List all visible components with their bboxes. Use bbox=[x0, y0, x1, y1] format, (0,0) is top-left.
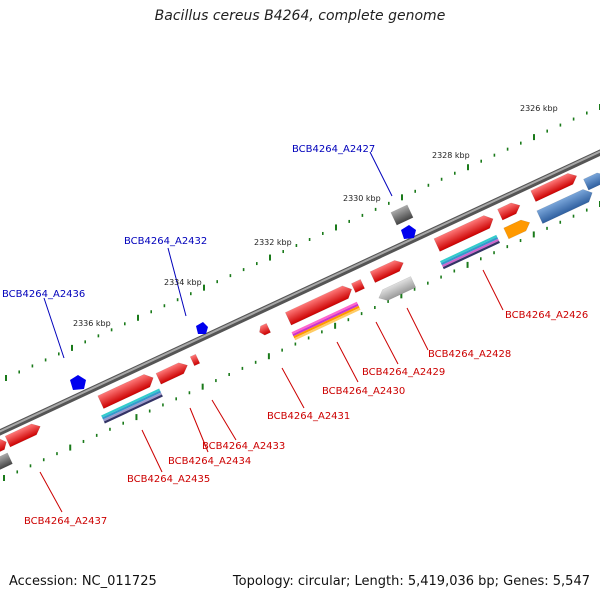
gene-label-top: BCB4264_A2436 bbox=[2, 289, 85, 300]
gene-a2426-shape bbox=[433, 215, 494, 252]
gene-a2430-small bbox=[351, 279, 365, 293]
gene-a2427-gray-block bbox=[390, 204, 414, 226]
gene-a2430-rna bbox=[291, 301, 361, 341]
gene-a2438-part-shape bbox=[0, 438, 7, 454]
gene-a2425-part-shape bbox=[583, 172, 600, 191]
gene-a2426-part-shape bbox=[530, 173, 578, 202]
leader-a2433 bbox=[211, 399, 237, 441]
gene-a2426-part bbox=[530, 173, 578, 202]
gene-a2430-small-shape bbox=[351, 279, 365, 293]
gene-a2425-part bbox=[583, 172, 600, 191]
gene-a2426-rna-stripe bbox=[440, 234, 498, 264]
gene-a2434-shape bbox=[155, 362, 188, 385]
kbp-label: 2328 kbp bbox=[432, 151, 470, 160]
leader-a2431 bbox=[281, 367, 305, 409]
leader-a2428 bbox=[406, 307, 429, 351]
gene-a2436-marker bbox=[70, 375, 86, 390]
accession-text: Accession: NC_011725 bbox=[9, 574, 157, 589]
gene-a2428-part-shape bbox=[497, 202, 521, 221]
gene-label-bottom: BCB4264_A2431 bbox=[267, 411, 350, 422]
genome-backbone bbox=[0, 149, 600, 436]
gene-a2437 bbox=[4, 423, 41, 448]
gene-a2426-rna-stripe bbox=[441, 238, 500, 268]
leader-a2436 bbox=[43, 297, 65, 359]
kbp-label: 2330 kbp bbox=[343, 194, 381, 203]
leader-a2430 bbox=[336, 341, 359, 383]
leader-a2432 bbox=[167, 247, 187, 317]
gene-label-bottom: BCB4264_A2428 bbox=[428, 349, 511, 360]
leader-a2427 bbox=[369, 151, 393, 197]
gene-a2433-small-shape bbox=[189, 353, 201, 367]
leader-a2429 bbox=[375, 321, 399, 365]
gene-a2436-rna-stripe bbox=[102, 390, 162, 420]
gene-a2435 bbox=[97, 374, 154, 409]
gene-a2427-gray-block-shape bbox=[390, 204, 414, 226]
gene-a2426-rna bbox=[440, 234, 500, 270]
gene-a2431 bbox=[284, 285, 353, 326]
gene-a2430-rna-stripe bbox=[292, 303, 359, 337]
gene-a2435-shape bbox=[97, 374, 154, 409]
kbp-label: 2336 kbp bbox=[73, 319, 111, 328]
kbp-tick-marks bbox=[3, 104, 600, 481]
gene-a2426-rna-stripe bbox=[442, 240, 500, 270]
gene-a2436-rna-stripe bbox=[101, 388, 161, 418]
gene-a2433-small bbox=[189, 353, 201, 367]
gene-a2434 bbox=[155, 362, 188, 385]
gene-label-bottom: BCB4264_A2437 bbox=[24, 516, 107, 527]
leader-a2434 bbox=[189, 407, 209, 453]
gene-a2439-part bbox=[0, 452, 13, 474]
leader-a2437 bbox=[39, 471, 63, 513]
label-leader-lines bbox=[39, 151, 504, 513]
gene-label-bottom: BCB4264_A2426 bbox=[505, 310, 588, 321]
gene-a2426-rna-stripe bbox=[440, 236, 499, 266]
gene-a2428-gray-shape bbox=[378, 276, 417, 301]
gene-a2436-rna-stripe bbox=[102, 392, 162, 422]
gene-a2439-part-shape bbox=[0, 452, 13, 474]
map-title: Bacillus cereus B4264, complete genome bbox=[154, 8, 446, 24]
gene-a2429-shape bbox=[369, 260, 404, 283]
gene-a2431-shape bbox=[284, 285, 353, 326]
gene-label-bottom: BCB4264_A2434 bbox=[168, 456, 251, 467]
gene-a2425-blue-shape bbox=[536, 189, 593, 224]
gene-label-bottom: BCB4264_A2430 bbox=[322, 386, 405, 397]
gene-a2430-rna-stripe bbox=[294, 307, 361, 341]
gene-label-top: BCB4264_A2427 bbox=[292, 144, 375, 155]
gene-a2427-orange bbox=[503, 219, 531, 240]
gene-features bbox=[0, 172, 600, 474]
kbp-label: 2334 kbp bbox=[164, 278, 202, 287]
leader-a2426 bbox=[482, 269, 504, 311]
gene-a2427-marker bbox=[401, 225, 416, 239]
gene-a2426 bbox=[433, 215, 494, 252]
gene-label-bottom: BCB4264_A2429 bbox=[362, 367, 445, 378]
backbone-highlight bbox=[0, 150, 600, 433]
gene-a2432-small bbox=[259, 323, 271, 336]
map-labels: 2326 kbp 2328 kbp 2330 kbp 2332 kbp 2334 kbp… bbox=[2, 104, 588, 527]
gene-a2432-small-shape bbox=[259, 323, 271, 336]
gene-a2430-rna-stripe bbox=[293, 305, 360, 339]
leader-a2435 bbox=[141, 429, 163, 473]
gene-a2438-part bbox=[0, 438, 7, 454]
genome-summary-text: Topology: circular; Length: 5,419,036 bp… bbox=[232, 574, 590, 589]
gene-a2425-blue bbox=[536, 189, 593, 224]
kbp-label: 2332 kbp bbox=[254, 238, 292, 247]
kbp-label: 2326 kbp bbox=[520, 104, 558, 113]
gene-a2428-gray bbox=[378, 276, 417, 301]
gene-a2436-rna-stripe bbox=[103, 394, 163, 424]
gene-a2437-shape bbox=[4, 423, 41, 448]
gene-a2429 bbox=[369, 260, 404, 283]
gene-a2427-orange-shape bbox=[503, 219, 531, 240]
gene-label-top: BCB4264_A2432 bbox=[124, 236, 207, 247]
gene-a2432-marker bbox=[196, 322, 208, 334]
gene-a2430-rna-stripe bbox=[291, 301, 358, 335]
gene-label-bottom: BCB4264_A2433 bbox=[202, 441, 285, 452]
gene-a2436-rna bbox=[101, 388, 163, 424]
gene-a2428-part bbox=[497, 202, 521, 221]
gene-label-bottom: BCB4264_A2435 bbox=[127, 474, 210, 485]
